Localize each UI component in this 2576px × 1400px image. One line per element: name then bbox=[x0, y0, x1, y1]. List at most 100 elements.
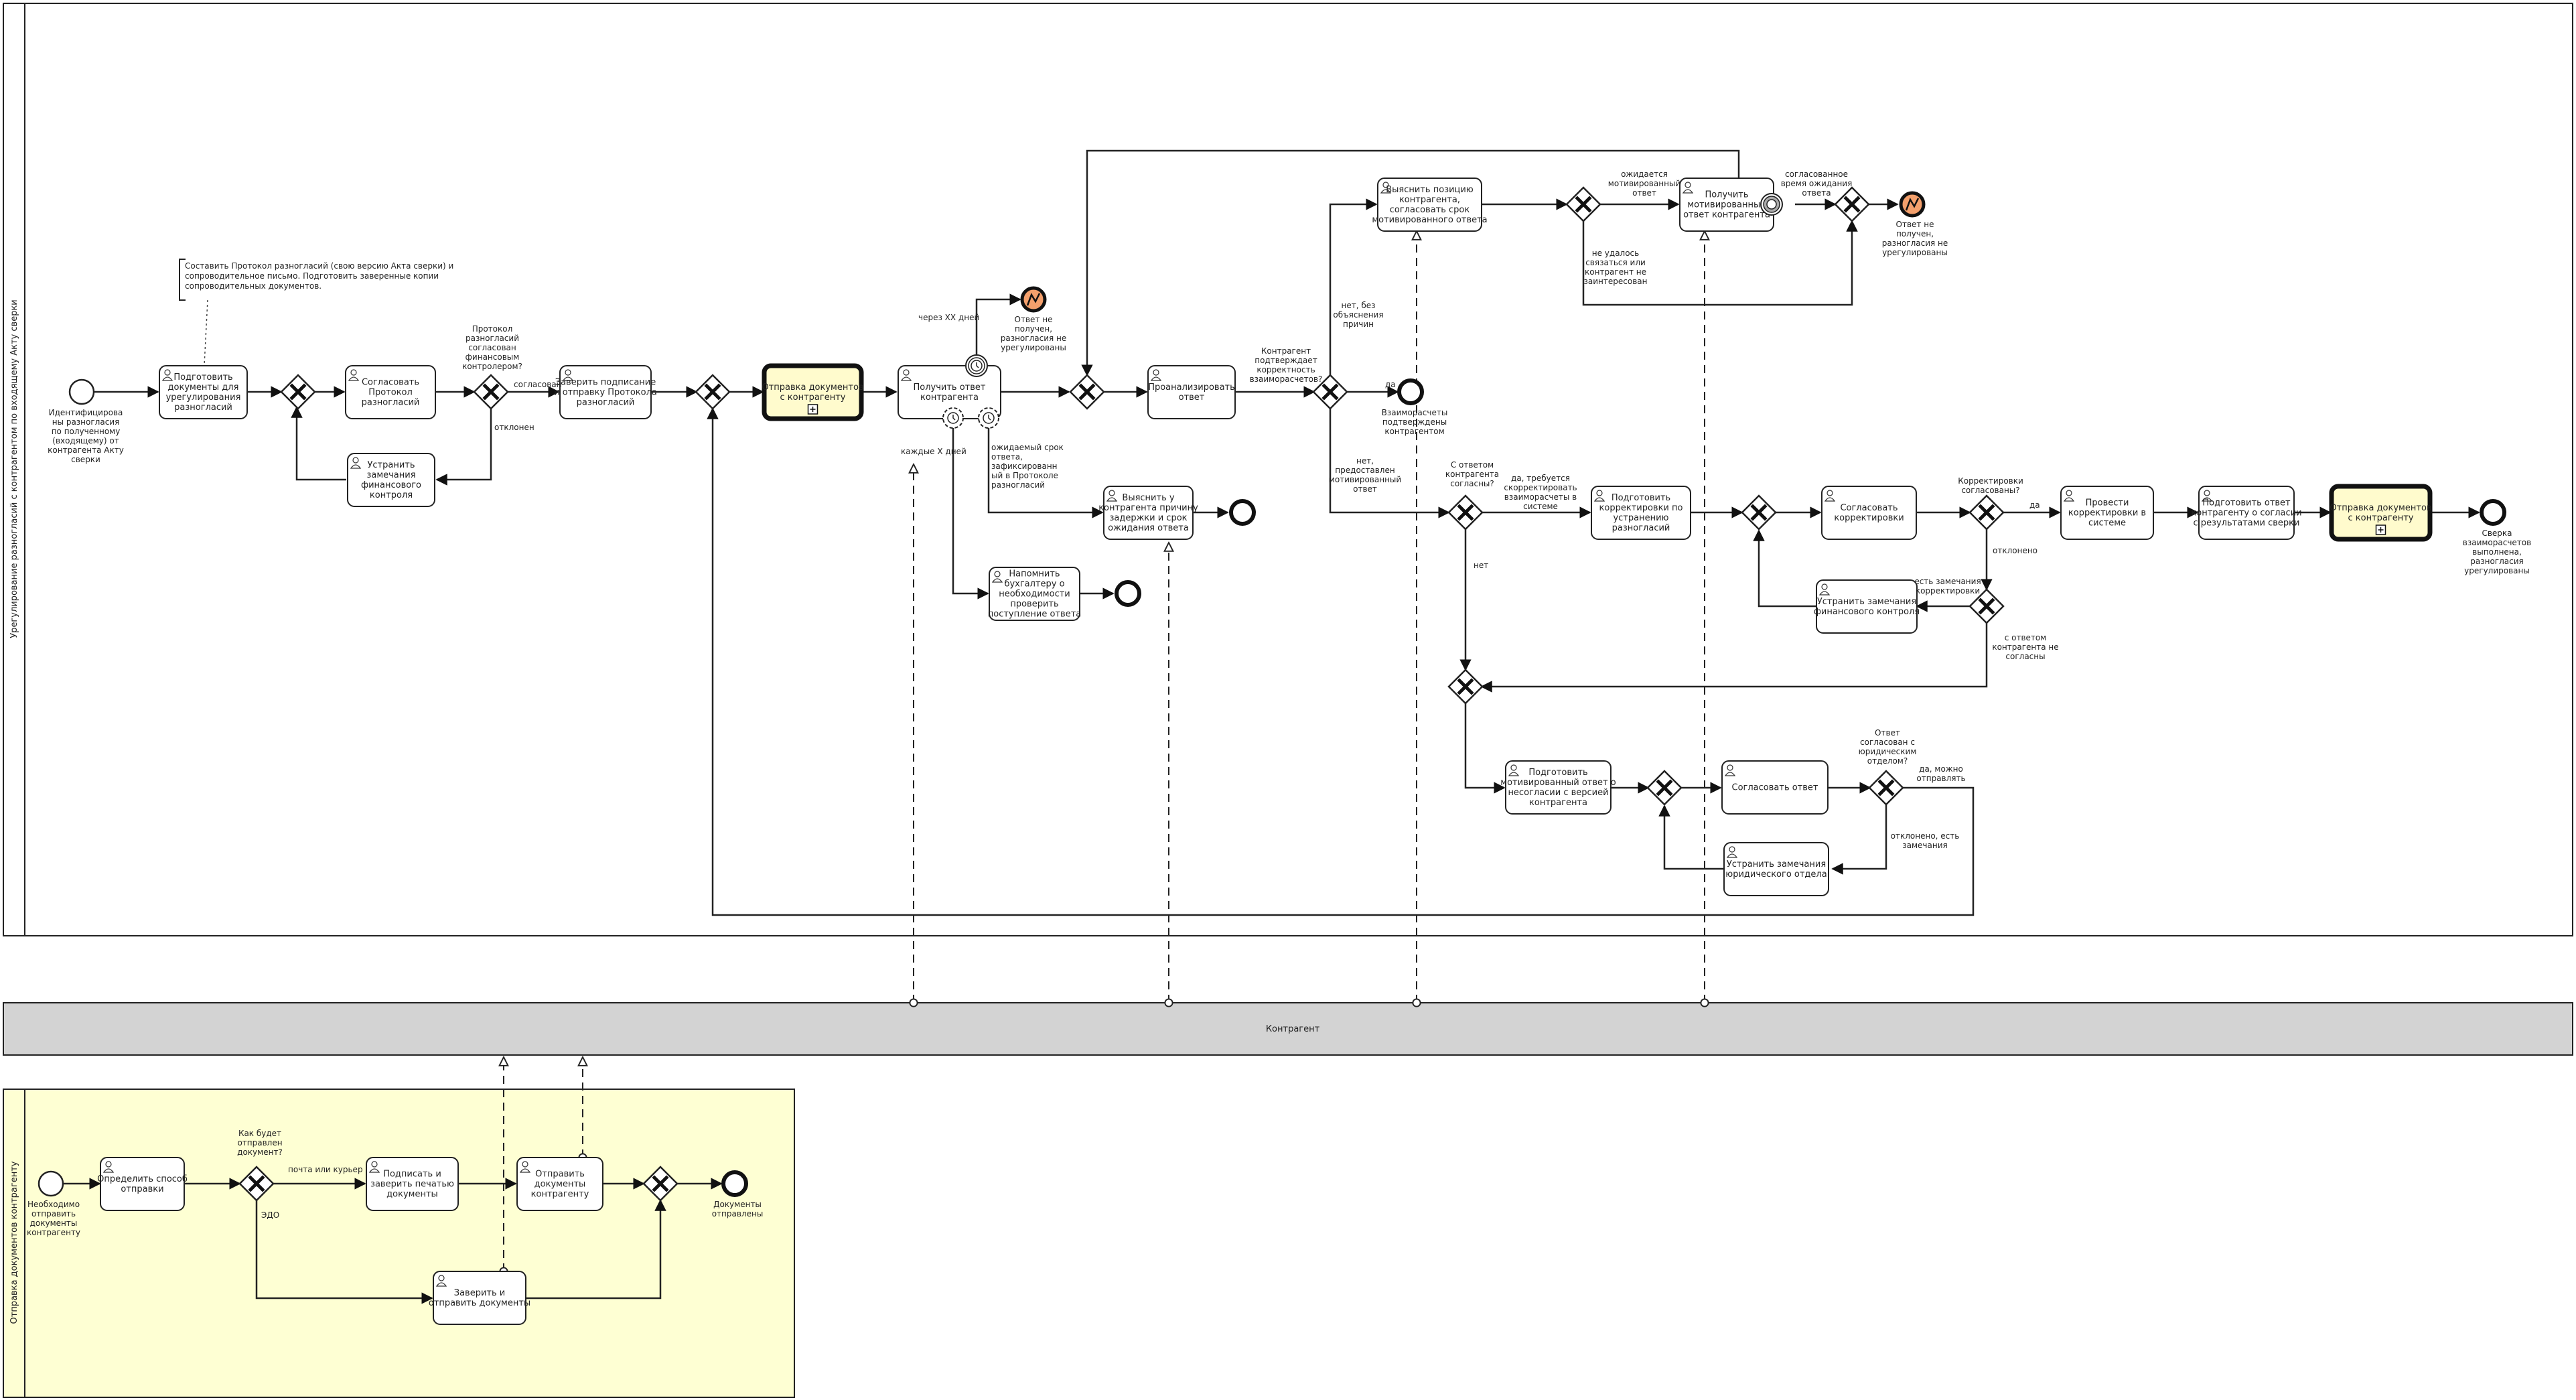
user-task-icon bbox=[2063, 490, 2075, 502]
task-label: разногласий bbox=[1612, 523, 1670, 533]
gateway-merge-4[interactable] bbox=[1447, 669, 1484, 705]
q-legal-label: Ответ согласован с юридическим отделом? bbox=[1859, 728, 1917, 766]
svg-text:Ответ не: Ответ не bbox=[1015, 315, 1053, 324]
task-t10[interactable]: Выяснить позициюконтрагента,согласовать … bbox=[1372, 178, 1488, 232]
task-label: юридического отдела bbox=[1725, 869, 1827, 880]
q-corr-label: Корректировки согласованы? bbox=[1958, 476, 2023, 495]
gateway-send-how[interactable] bbox=[238, 1166, 275, 1202]
task-label: мотивированного ответа bbox=[1372, 215, 1487, 225]
not-reached-label: не удалось связаться или контрагент не з… bbox=[1584, 249, 1648, 286]
svg-text:разногласия: разногласия bbox=[2470, 557, 2523, 566]
gateway-merge-1[interactable] bbox=[695, 374, 731, 410]
task-label: Подготовить bbox=[173, 372, 232, 382]
task-label: контрагента, bbox=[1399, 195, 1460, 205]
user-task-icon bbox=[2201, 490, 2213, 502]
end-event-clarify[interactable] bbox=[1229, 499, 1256, 526]
end-event-reminder[interactable] bbox=[1115, 580, 1141, 607]
error-end-event-2[interactable] bbox=[1899, 191, 1926, 218]
svg-text:мотивированный: мотивированный bbox=[1329, 475, 1401, 484]
end-event-confirmed[interactable] bbox=[1397, 378, 1424, 405]
user-task-icon bbox=[161, 369, 173, 381]
timer-non-interrupting-icon[interactable] bbox=[942, 407, 964, 429]
svg-text:контрагент не: контрагент не bbox=[1585, 267, 1646, 277]
svg-text:нет,: нет, bbox=[1356, 456, 1374, 466]
svg-text:отправлять: отправлять bbox=[1916, 774, 1965, 783]
gateway-merge-5[interactable] bbox=[1646, 770, 1683, 806]
svg-text:нет, без: нет, без bbox=[1341, 301, 1375, 310]
gateway-send-merge[interactable] bbox=[642, 1166, 678, 1202]
gateway-wait-2[interactable] bbox=[1834, 186, 1870, 222]
gateway-corr-check[interactable] bbox=[1969, 494, 2005, 531]
gateway-confirm[interactable] bbox=[1312, 374, 1348, 410]
gateway-merge-2[interactable] bbox=[1069, 374, 1105, 410]
end-event-sent-label: Документы отправлены bbox=[712, 1200, 764, 1218]
timer-boundary-event[interactable] bbox=[1760, 193, 1783, 216]
svg-text:контрагента: контрагента bbox=[1445, 470, 1499, 479]
svg-text:Ответ не: Ответ не bbox=[1896, 220, 1934, 229]
task-label: поступление ответа bbox=[988, 610, 1081, 620]
start-event-main[interactable] bbox=[68, 378, 95, 405]
gateway-fin-check[interactable] bbox=[473, 374, 509, 410]
gateway-legal-check[interactable] bbox=[1868, 770, 1904, 806]
task-label: Выяснить у bbox=[1122, 493, 1174, 503]
text-annotation: Составить Протокол разногласий (свою вер… bbox=[179, 259, 453, 366]
gateway-wait-1[interactable] bbox=[1565, 186, 1601, 222]
timer-non-interrupting-icon[interactable] bbox=[978, 407, 999, 429]
task-label: разногласий bbox=[577, 398, 635, 408]
every-x-label: каждые Х дней bbox=[901, 447, 967, 456]
subprocess-marker-icon bbox=[807, 404, 818, 415]
task-label: Заверить и bbox=[454, 1288, 505, 1298]
gateway-agree[interactable] bbox=[1447, 494, 1484, 531]
user-task-icon bbox=[435, 1275, 447, 1287]
task-label: Напомнить bbox=[1009, 569, 1060, 579]
end-event-done[interactable] bbox=[2480, 499, 2506, 526]
task-t19[interactable]: Согласовать ответ bbox=[1721, 760, 1829, 815]
yes2-label: да bbox=[2029, 500, 2040, 510]
gateway-remarks[interactable] bbox=[1969, 588, 2005, 624]
error-end-event-1[interactable] bbox=[1020, 286, 1047, 313]
timer-boundary-event[interactable] bbox=[965, 354, 988, 377]
svg-text:ответ: ответ bbox=[1632, 188, 1656, 198]
svg-text:Корректировки: Корректировки bbox=[1958, 476, 2023, 486]
svg-text:урегулированы: урегулированы bbox=[1001, 343, 1066, 352]
task-label: задержки и срок bbox=[1109, 513, 1187, 523]
end-event-sent[interactable] bbox=[721, 1170, 748, 1197]
start-event-send[interactable] bbox=[38, 1170, 64, 1197]
mail-label: почта или курьер bbox=[288, 1165, 363, 1174]
gateway-merge-3[interactable] bbox=[1741, 494, 1777, 531]
gateway-split-1[interactable] bbox=[280, 374, 316, 410]
svg-text:корректировки: корректировки bbox=[1916, 586, 1980, 596]
svg-text:причин: причин bbox=[1343, 320, 1374, 329]
svg-text:юридическим: юридическим bbox=[1859, 747, 1917, 756]
task-label: контрагента bbox=[1529, 798, 1587, 808]
user-task-icon bbox=[991, 571, 1003, 583]
svg-text:контрагенту: контрагенту bbox=[27, 1228, 80, 1237]
user-task-icon bbox=[1682, 182, 1694, 194]
task-label: Определить способ bbox=[97, 1174, 188, 1184]
task-label: урегулирования bbox=[166, 393, 241, 403]
task-label: Подготовить bbox=[1528, 768, 1587, 778]
task-label: финансового bbox=[361, 480, 421, 490]
